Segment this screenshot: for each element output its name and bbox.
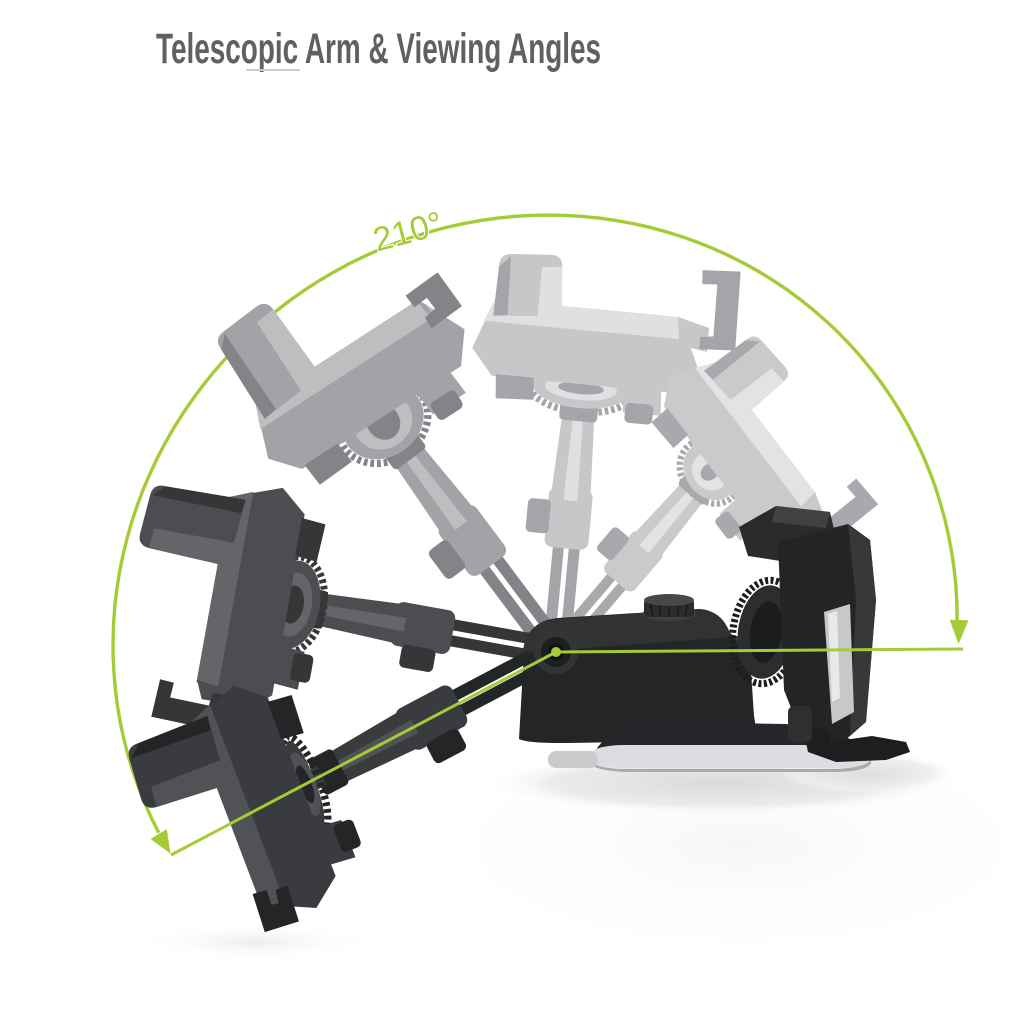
svg-text:210°: 210° <box>369 205 447 260</box>
